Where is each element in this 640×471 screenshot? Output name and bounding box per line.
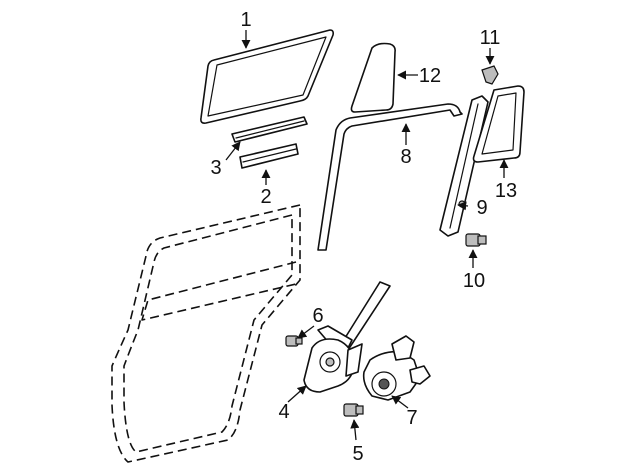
callout-2: 2 — [260, 186, 271, 208]
part-4-window-regulator — [303, 281, 391, 393]
part-13-quarter-window — [472, 85, 525, 163]
part-8-run-channel — [317, 103, 463, 251]
part-3-weatherstrip — [231, 116, 308, 143]
part-7-regulator-motor — [362, 335, 431, 401]
door-shell-outline — [111, 204, 301, 463]
part-12-quarter-glass — [350, 42, 396, 113]
callout-6: 6 — [312, 305, 323, 327]
callout-13: 13 — [495, 180, 517, 202]
callout-12: 12 — [419, 65, 441, 87]
part-1-door-glass — [200, 29, 334, 124]
callout-5: 5 — [352, 443, 363, 465]
callout-10: 10 — [463, 270, 485, 292]
callout-3: 3 — [210, 157, 221, 179]
callout-9: 9 — [476, 197, 487, 219]
leader-lines — [225, 30, 509, 441]
callout-8: 8 — [400, 146, 411, 168]
callout-7: 7 — [406, 407, 417, 429]
callout-4: 4 — [278, 401, 289, 423]
callout-11: 11 — [480, 27, 501, 49]
part-10-bolt — [465, 233, 487, 247]
part-5-bolt — [343, 403, 364, 417]
callout-1: 1 — [240, 9, 251, 31]
part-11-clip — [481, 65, 499, 85]
part-2-belt-molding — [239, 143, 299, 169]
